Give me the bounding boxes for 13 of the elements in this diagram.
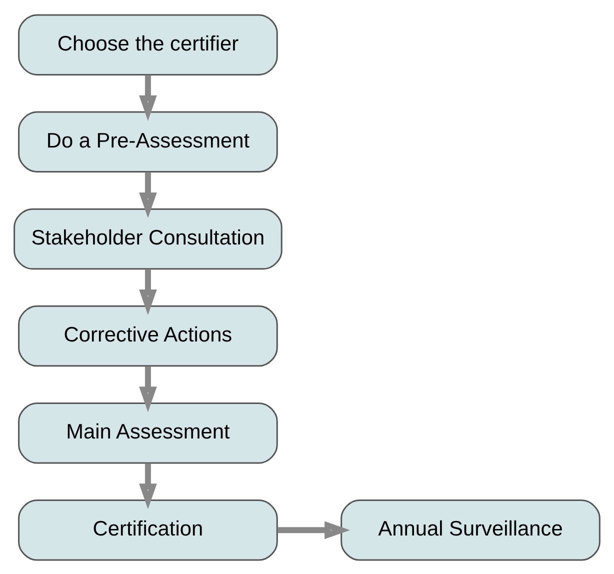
arrow xyxy=(139,74,157,120)
node-box: Choose the certifier xyxy=(18,14,278,75)
node-box: Corrective Actions xyxy=(18,304,278,366)
node-box: Main Assessment xyxy=(18,402,278,464)
arrow xyxy=(139,366,157,412)
node-box: Annual Surveillance xyxy=(340,499,600,560)
arrow xyxy=(139,172,157,218)
arrow xyxy=(278,520,350,539)
node-box: Stakeholder Consultation xyxy=(14,208,282,270)
node-box: Do a Pre-Assessment xyxy=(18,110,278,172)
arrow xyxy=(139,268,157,315)
arrow xyxy=(139,462,157,509)
node-box: Certification xyxy=(18,499,278,560)
